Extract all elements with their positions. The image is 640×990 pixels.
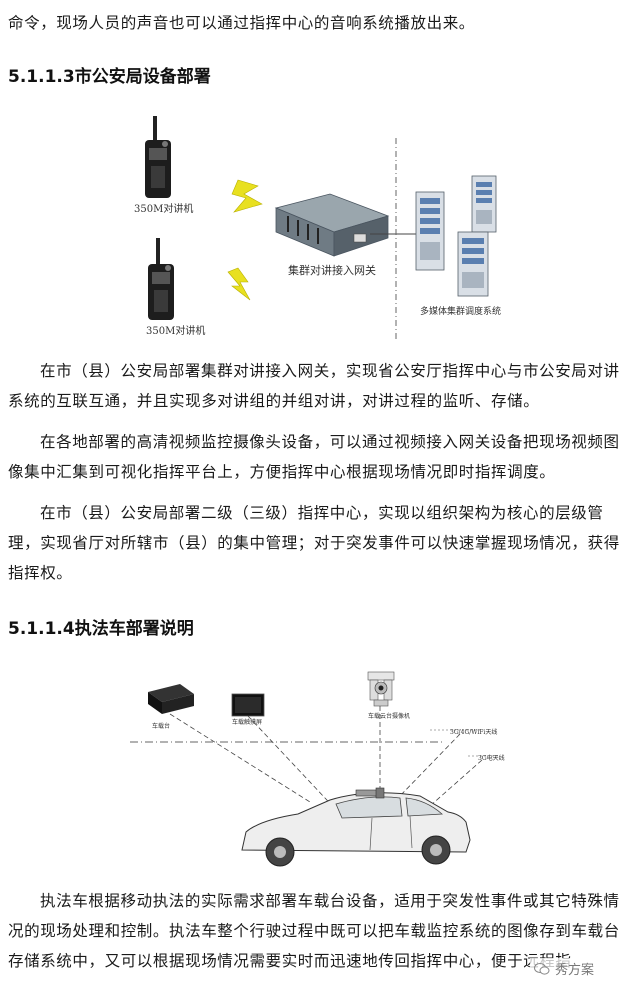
watermark-text: 秀方案: [555, 963, 595, 978]
server-rack-icon-left: [415, 191, 445, 271]
display-label: 车载触摸屏: [232, 718, 262, 726]
antenna-3g-label: 3G电天线: [478, 754, 505, 762]
section-heading-5-1-1-3: 5.1.1.3市公安局设备部署: [8, 67, 211, 87]
police-car-illustration: [241, 787, 471, 867]
ptz-camera-label: 车载云台摄像机: [368, 712, 410, 720]
lightning-icon-top: [231, 179, 263, 213]
gateway-label: 集群对讲接入网关: [288, 263, 376, 277]
radio-icon-top: [145, 116, 171, 198]
paragraph-command-center: 在市（县）公安局部署二级（三级）指挥中心，实现以组织架构为核心的层级管理，实现省…: [8, 504, 620, 582]
watermark: 秀方案: [530, 958, 599, 979]
display-screen-icon: [231, 693, 265, 717]
section-heading-5-1-1-4: 5.1.1.4执法车部署说明: [8, 619, 194, 639]
radio-bottom-label: 350M对讲机: [146, 324, 205, 337]
deployment-diagram-city-police: 350M对讲机 350M对讲机 集群对讲接入网关: [134, 116, 501, 342]
server-label: 多媒体集群调度系统: [420, 305, 501, 317]
lightning-icon-bottom: [227, 267, 251, 301]
vehicle-unit-icon: [148, 684, 194, 714]
paragraph-gateway-deployment: 在市（县）公安局部署集群对讲接入网关，实现省公安厅指挥中心与市公安局对讲系统的互…: [8, 362, 620, 410]
vehicle-unit-label: 车载台: [152, 722, 170, 730]
antenna-label: 3G/4G/WiFi天线: [450, 728, 497, 736]
paragraph-vehicle-deployment: 执法车根据移动执法的实际需求部署车载台设备，适用于突发性事件或其它特殊情况的现场…: [8, 892, 620, 970]
gateway-device-icon: [274, 193, 390, 257]
deployment-diagram-vehicle: 车载台 车载触摸屏 车载云台摄像机 3G/4G/WiFi天线 3G电天线: [130, 671, 505, 867]
radio-top-label: 350M对讲机: [134, 202, 193, 215]
intro-line: 命令，现场人员的声音也可以通过指挥中心的音响系统播放出来。: [8, 14, 475, 32]
ptz-camera-icon: [367, 671, 395, 707]
server-rack-icon-right-bottom: [457, 231, 489, 297]
wechat-icon: [534, 962, 550, 975]
server-rack-icon-right-top: [471, 175, 497, 233]
radio-icon-bottom: [148, 238, 174, 320]
paragraph-video-monitoring: 在各地部署的高清视频监控摄像头设备，可以通过视频接入网关设备把现场视频图像集中汇…: [8, 433, 620, 481]
